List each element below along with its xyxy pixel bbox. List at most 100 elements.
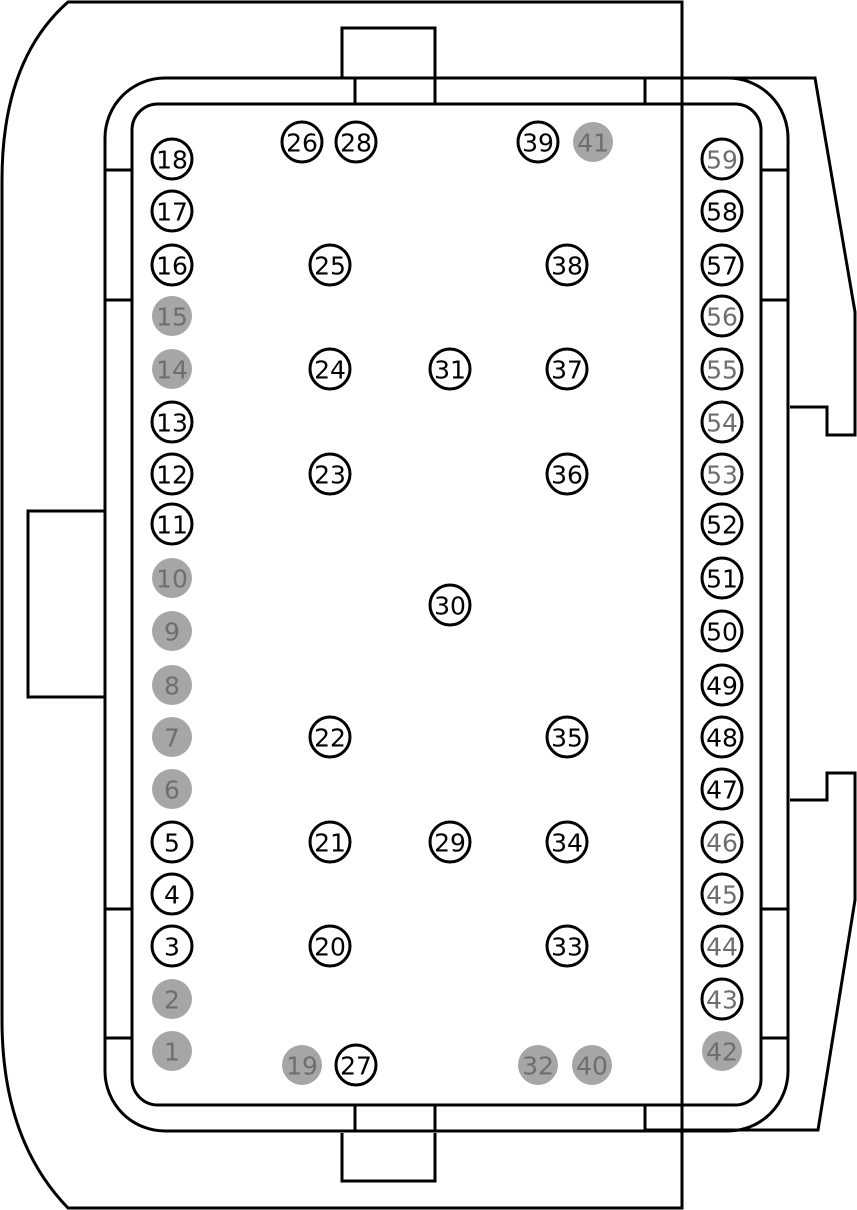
pin-label: 11 [156, 511, 188, 540]
pin-label: 47 [706, 776, 738, 805]
pin-46: 46 [700, 820, 744, 864]
pin-circle [545, 243, 589, 287]
pin-label: 58 [706, 198, 738, 227]
pin-9: 9 [152, 611, 192, 651]
pin-circle [150, 243, 194, 287]
pin-circle [428, 583, 472, 627]
pin-25: 25 [308, 243, 352, 287]
frame-ribs [105, 78, 788, 1131]
pin-12: 12 [150, 452, 194, 496]
pin-31: 31 [428, 347, 472, 391]
pin-14: 14 [152, 349, 192, 389]
pin-label: 8 [164, 672, 180, 701]
top-latch-tab [340, 26, 437, 78]
pin-label: 55 [706, 356, 738, 385]
pin-label: 43 [706, 986, 738, 1015]
pin-circle [700, 820, 744, 864]
pin-label: 59 [706, 146, 738, 175]
pin-label: 41 [577, 129, 609, 158]
connector-face [130, 102, 763, 1107]
pin-circle [150, 189, 194, 233]
pin-circle [150, 502, 194, 546]
pin-circle [152, 611, 192, 651]
pin-circle [516, 120, 560, 164]
pin-label: 28 [340, 129, 372, 158]
pin-label: 44 [706, 933, 738, 962]
pin-label: 38 [551, 252, 583, 281]
pin-label: 13 [156, 409, 188, 438]
pin-label: 2 [164, 986, 180, 1015]
pin-2: 2 [152, 979, 192, 1019]
pin-label: 22 [314, 724, 346, 753]
pin-13: 13 [150, 400, 194, 444]
pin-label: 37 [551, 356, 583, 385]
pin-43: 43 [700, 977, 744, 1021]
pin-circle [152, 558, 192, 598]
pin-circle [700, 977, 744, 1021]
pin-26: 26 [280, 120, 324, 164]
pin-circle [150, 924, 194, 968]
pin-label: 12 [156, 461, 188, 490]
pin-label: 14 [156, 356, 188, 385]
pin-label: 30 [434, 592, 466, 621]
pin-circle [152, 717, 192, 757]
pin-circle [545, 347, 589, 391]
pin-50: 50 [700, 609, 744, 653]
pin-circle [702, 1031, 742, 1071]
pin-circle [308, 347, 352, 391]
pin-label: 7 [164, 724, 180, 753]
pin-circle [700, 924, 744, 968]
pin-56: 56 [700, 294, 744, 338]
pin-label: 48 [706, 724, 738, 753]
pin-8: 8 [152, 665, 192, 705]
pin-label: 18 [156, 146, 188, 175]
pin-1: 1 [152, 1031, 192, 1071]
pin-label: 32 [522, 1052, 554, 1081]
pin-label: 56 [706, 303, 738, 332]
pin-circle [428, 347, 472, 391]
pin-label: 9 [164, 618, 180, 647]
pin-37: 37 [545, 347, 589, 391]
pin-circle [428, 820, 472, 864]
inner-frame [103, 76, 790, 1133]
pin-52: 52 [700, 502, 744, 546]
pin-label: 15 [156, 303, 188, 332]
pin-label: 52 [706, 511, 738, 540]
pin-11: 11 [150, 502, 194, 546]
pin-label: 4 [164, 881, 180, 910]
pin-54: 54 [700, 400, 744, 444]
pin-circle [700, 663, 744, 707]
pin-circle [334, 120, 378, 164]
pin-label: 34 [551, 829, 583, 858]
pin-circle [308, 820, 352, 864]
pin-circle [152, 769, 192, 809]
pin-circle [308, 452, 352, 496]
pin-label: 46 [706, 829, 738, 858]
pin-circle [334, 1043, 378, 1087]
pin-circle [545, 452, 589, 496]
bottom-latch-tab [340, 1133, 437, 1183]
pin-55: 55 [700, 347, 744, 391]
pin-circle [700, 189, 744, 233]
pin-label: 24 [314, 356, 346, 385]
pin-34: 34 [545, 820, 589, 864]
pin-label: 35 [551, 724, 583, 753]
pin-label: 1 [164, 1038, 180, 1067]
pin-circle [308, 243, 352, 287]
pin-circle [150, 872, 194, 916]
pin-label: 29 [434, 829, 466, 858]
pin-label: 16 [156, 252, 188, 281]
pin-label: 50 [706, 618, 738, 647]
pin-23: 23 [308, 452, 352, 496]
pin-18: 18 [150, 137, 194, 181]
pin-label: 17 [156, 198, 188, 227]
pin-circle [700, 502, 744, 546]
pin-circle [150, 820, 194, 864]
pin-label: 26 [286, 129, 318, 158]
right-side-latch [645, 76, 857, 437]
pin-label: 6 [164, 776, 180, 805]
pin-39: 39 [516, 120, 560, 164]
pin-42: 42 [702, 1031, 742, 1071]
